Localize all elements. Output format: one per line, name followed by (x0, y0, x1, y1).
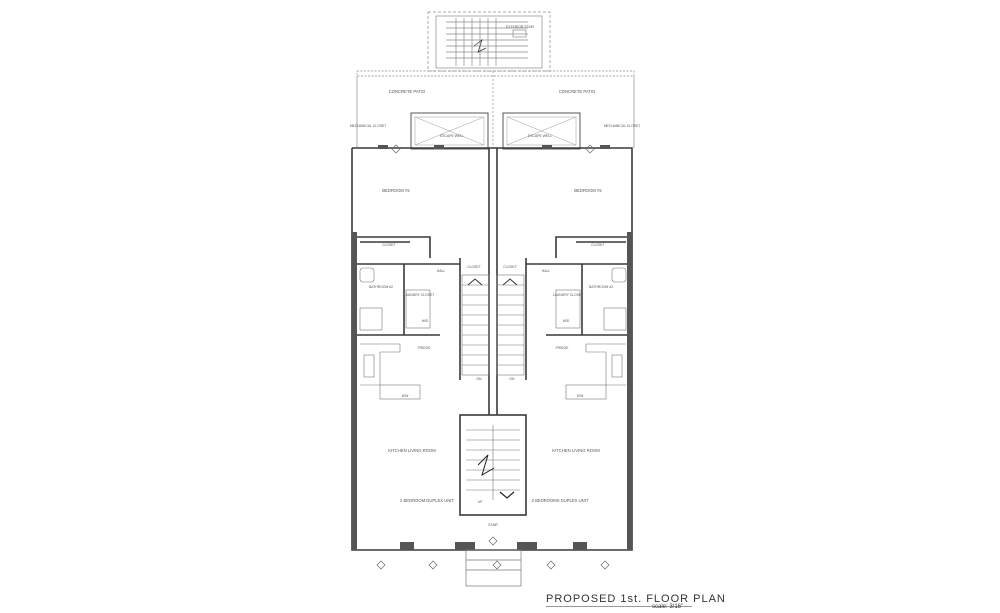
closet-stair-right-label: CLOSET (503, 265, 517, 269)
patio-right-label: CONCRETE PATIO (559, 89, 596, 94)
wd-right-label: W/D (563, 319, 570, 323)
escape-well-left-label: ESCAPE WELL (440, 134, 464, 138)
unit-right-label: 2 BEDROOMS DUPLEX UNIT (532, 498, 589, 503)
laundry-right-label: LAUNDRY CLOSET (553, 293, 584, 297)
exterior-stair-label: EXTERIOR STAIR (506, 25, 535, 29)
concrete-patio (356, 70, 635, 148)
title-underline (546, 606, 692, 607)
bedroom-right-label: BEDROOM #2 (574, 188, 602, 193)
closet-left-label: CLOSET (382, 243, 396, 247)
entry-steps (465, 549, 522, 587)
mech-closet-right-label: MECHANICAL CLOSET (604, 124, 641, 128)
bathroom-right-label: BATHROOM #2 (589, 285, 613, 289)
mech-closet-left-label: MECHANICAL CLOSET (350, 124, 387, 128)
unit-left-label: 2 BEDROOM DUPLEX UNIT (400, 498, 454, 503)
drawing-scale: scale: 3/16" (652, 604, 684, 610)
patio-left-label: CONCRETE PATIO (389, 89, 426, 94)
thick-walls (352, 145, 632, 550)
wd-left-label: W/D (422, 319, 429, 323)
closet-stair-left-label: CLOSET (467, 265, 481, 269)
dw-right-label: D/W (577, 394, 584, 398)
grid-markers (376, 144, 610, 570)
drawing-title: PROPOSED 1st. FLOOR PLAN (546, 593, 726, 605)
dn-left-label: DN (477, 377, 482, 381)
closet-right-label: CLOSET (591, 243, 605, 247)
escape-well-right-label: ESCAPE WELL (528, 134, 552, 138)
fridge-left-label: FRIDGE (418, 346, 432, 350)
fixtures (359, 267, 627, 400)
exterior-stair (427, 11, 551, 72)
hall-left-label: HALL (437, 269, 446, 273)
fridge-right-label: FRIDGE (556, 346, 570, 350)
bedroom-left-label: BEDROOM #2 (382, 188, 410, 193)
dw-left-label: D/W (402, 394, 409, 398)
stair-label: STAIR (488, 523, 498, 527)
kitchen-left-label: KITCHEN LIVING ROOM (388, 448, 436, 453)
laundry-left-label: LAUNDRY CLOSET (404, 293, 435, 297)
escape-wells (410, 112, 581, 150)
bathroom-left-label: BATHROOM #2 (369, 285, 393, 289)
dn-right-label: DN (510, 377, 515, 381)
hall-right-label: HALL (542, 269, 551, 273)
kitchen-right-label: KITCHEN LIVING ROOM (552, 448, 600, 453)
interior-stairs (461, 274, 525, 500)
up-label: UP (478, 500, 483, 504)
